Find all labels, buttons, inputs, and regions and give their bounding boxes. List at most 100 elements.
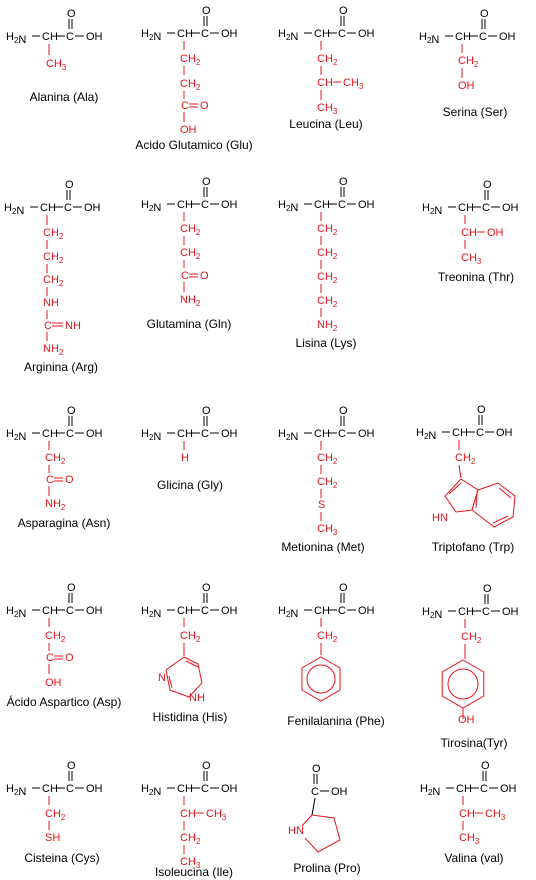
carboxyl-carbon: C — [66, 428, 74, 440]
alpha-carbon: CH — [177, 605, 193, 617]
atom-label: CH — [461, 227, 477, 239]
carbonyl-oxygen: O — [480, 8, 489, 20]
amino-acid-name: Cisteina (Cys) — [24, 851, 99, 865]
amine-group: H2N — [6, 428, 26, 443]
carbonyl-oxygen: O — [339, 582, 348, 594]
carbonyl-oxygen: O — [202, 5, 211, 17]
hydroxyl-group: OH — [221, 199, 238, 211]
alpha-carbon: CH — [177, 783, 193, 795]
carbonyl-oxygen: O — [67, 582, 76, 594]
hydroxyl-group: OH — [358, 428, 375, 440]
atom-label: CH — [180, 808, 196, 820]
benzene-ring — [471, 482, 516, 528]
hydroxyl-group: OH — [358, 605, 375, 617]
alpha-carbon: CH — [40, 202, 56, 214]
carboxyl-carbon: C — [64, 202, 72, 214]
amino-acid-name: Tirosina(Tyr) — [441, 736, 508, 750]
atom-label: NH2 — [180, 294, 201, 308]
amine-group: H2N — [419, 31, 439, 46]
atom-label: CH3 — [343, 77, 364, 91]
carbonyl-oxygen: O — [312, 763, 321, 775]
atom-label: O — [65, 474, 74, 486]
hydroxyl-group: OH — [221, 28, 238, 40]
carbonyl-oxygen: O — [202, 582, 211, 594]
carbonyl-oxygen: O — [67, 760, 76, 772]
amine-group: H2N — [6, 605, 26, 620]
atom-label: H — [181, 452, 189, 464]
double-bond — [475, 493, 478, 509]
hydroxyl-group: OH — [500, 783, 517, 795]
imidazole-ring — [165, 656, 203, 698]
double-bond — [185, 660, 199, 668]
atom-label: OH — [487, 227, 504, 239]
hydroxyl-group: OH — [221, 783, 238, 795]
benzene-ring — [301, 656, 341, 702]
bond-line — [301, 814, 313, 827]
atom-label: CH2 — [317, 223, 338, 237]
hydroxyl-group: OH — [86, 783, 103, 795]
carboxyl-carbon: C — [338, 28, 346, 40]
atom-label: CH2 — [461, 631, 482, 645]
atom-label: CH3 — [206, 808, 227, 822]
amine-group: H2N — [141, 428, 161, 443]
amino-acid-name: Serina (Ser) — [443, 105, 508, 119]
atom-label: C — [44, 320, 52, 332]
carboxyl-carbon: C — [476, 427, 484, 439]
amino-acid-name: Arginina (Arg) — [24, 360, 98, 374]
hydroxyl-group: OH — [84, 202, 101, 214]
pyrrolidine-ring — [304, 814, 341, 853]
carboxyl-carbon: C — [338, 605, 346, 617]
atom-label: CH3 — [459, 832, 480, 846]
atom-label: CH2 — [45, 452, 66, 466]
amino-acid-name: Acido Glutamico (Glu) — [135, 138, 252, 152]
carboxyl-carbon: C — [66, 605, 74, 617]
bond-line — [458, 464, 462, 479]
amino-acid-name: Triptofano (Trp) — [432, 540, 514, 554]
amine-group: H2N — [6, 31, 26, 46]
carboxyl-carbon: C — [201, 605, 209, 617]
atom-label: CH2 — [180, 223, 201, 237]
alpha-carbon: CH — [42, 428, 58, 440]
carboxyl-carbon: C — [311, 786, 319, 798]
amine-group: H2N — [278, 28, 298, 43]
atom-label: CH2 — [45, 808, 66, 822]
hydroxyl-group: OH — [499, 31, 516, 43]
carboxyl-carbon: C — [66, 31, 74, 43]
amino-acid-name: Fenilalanina (Phe) — [287, 714, 384, 728]
alpha-carbon: CH — [458, 606, 474, 618]
pyrrole-ring — [444, 478, 479, 513]
atom-label: NH2 — [43, 343, 64, 357]
atom-label: CH3 — [317, 523, 338, 537]
amino-acid-name: Alanina (Ala) — [30, 90, 99, 104]
aromatic-circle — [306, 664, 336, 694]
alpha-carbon: CH — [456, 783, 472, 795]
amine-group: H2N — [141, 28, 161, 43]
amine-group: H2N — [420, 783, 440, 798]
carboxyl-carbon: C — [338, 428, 346, 440]
hydroxyl-group: OH — [86, 31, 103, 43]
atom-label: CH2 — [180, 247, 201, 261]
atom-label: CH2 — [317, 476, 338, 490]
carboxyl-carbon: C — [201, 783, 209, 795]
atom-label: O — [200, 100, 209, 112]
atom-label: CH3 — [461, 252, 482, 266]
atom-label: OH — [458, 80, 475, 92]
hydroxyl-group: OH — [496, 427, 513, 439]
atom-label: C — [46, 474, 54, 486]
alpha-carbon: CH — [177, 199, 193, 211]
carboxyl-carbon: C — [480, 783, 488, 795]
alpha-carbon: CH — [455, 31, 471, 43]
carboxyl-carbon: C — [482, 202, 490, 214]
carbonyl-oxygen: O — [67, 8, 76, 20]
atom-label: NH2 — [45, 498, 66, 512]
